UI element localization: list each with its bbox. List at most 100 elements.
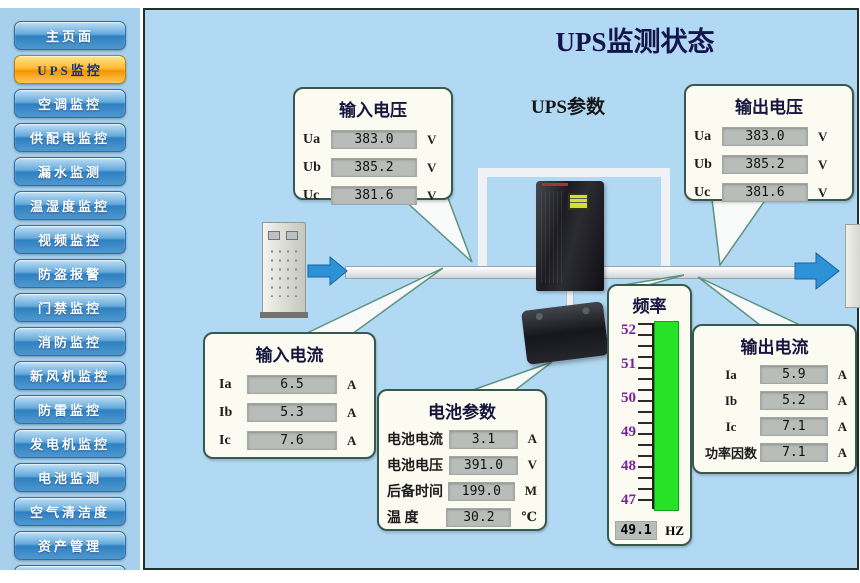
table-row: 电池电压 391.0 V: [387, 455, 537, 475]
bypass-loop-line: [478, 168, 670, 266]
sidebar-item-ups-monitor[interactable]: UPS监控: [14, 55, 126, 84]
table-row: 温 度 30.2 ℃: [387, 507, 537, 527]
unit-label: A: [347, 432, 357, 448]
table-row: Ia 6.5 A: [213, 375, 366, 394]
panel-title: 输入电压: [339, 101, 407, 120]
value-field: 5.9: [760, 365, 828, 384]
table-row: Ic 7.6 A: [213, 431, 366, 450]
sidebar-item-air-cleanliness[interactable]: 空气清洁度: [14, 497, 126, 526]
sidebar-item-asset-management[interactable]: 资产管理: [14, 531, 126, 560]
table-row: Ua 383.0 V: [303, 130, 443, 149]
panel-title: 输出电压: [735, 98, 803, 117]
value-field: 5.3: [247, 403, 337, 422]
sidebar-item-ac-monitor[interactable]: 空调监控: [14, 89, 126, 118]
value-field: 7.1: [760, 417, 828, 436]
sidebar-item-it-equipment-monitor[interactable]: IT设备监控: [14, 565, 126, 570]
sidebar-item-temp-humidity-monitor[interactable]: 温湿度监控: [14, 191, 126, 220]
sidebar: 主页面 UPS监控空调监控供配电监控漏水监测温湿度监控视频监控防盗报警门禁监控消防…: [0, 8, 140, 570]
input-current-panel: 输入电流 Ia 6.5 A Ib 5.3 A Ic 7.6 A: [203, 332, 376, 459]
unit-label: M: [524, 483, 537, 498]
unit-label: V: [427, 159, 437, 175]
tick-label: 52: [621, 322, 636, 338]
gauge-ruler: [638, 323, 654, 509]
value-field: 391.0: [449, 455, 518, 475]
sidebar-item-fire-monitor[interactable]: 消防监控: [14, 327, 126, 356]
sidebar-item-video-monitor[interactable]: 视频监控: [14, 225, 126, 254]
unit-label: A: [837, 392, 847, 408]
value-field: 385.2: [331, 158, 417, 177]
table-row: 功率因数 7.1 A: [702, 443, 847, 462]
frequency-value-field: 49.1: [615, 521, 658, 540]
battery-terminal-icon: [535, 312, 544, 321]
unit-label: ℃: [521, 509, 537, 524]
tick-label: 50: [621, 390, 636, 406]
table-row: Ub 385.2 V: [303, 158, 443, 177]
value-field: 199.0: [447, 481, 515, 501]
row-label: Ic: [219, 432, 231, 448]
battery-terminal-icon: [582, 306, 590, 315]
unit-label: A: [837, 366, 847, 382]
table-row: Ub 385.2 V: [694, 155, 844, 174]
gauge-value-row: 49.1 HZ: [615, 521, 684, 540]
frequency-unit-label: HZ: [665, 522, 684, 538]
unit-label: V: [818, 156, 828, 172]
tick-label: 48: [621, 458, 636, 474]
value-field: 7.1: [760, 443, 828, 462]
sidebar-item-access-control-monitor[interactable]: 门禁监控: [14, 293, 126, 322]
unit-label: V: [818, 184, 828, 200]
sidebar-item-generator-monitor[interactable]: 发电机监控: [14, 429, 126, 458]
row-label: Ic: [725, 418, 737, 434]
output-voltage-panel: 输出电压 Ua 383.0 V Ub 385.2 V Uc 381.6 V: [684, 84, 854, 202]
ups-tower-graphic: [536, 181, 604, 291]
battery-parameters-panel: 电池参数 电池电流 3.1 A 电池电压 391.0 V 后备时间 199.0 …: [377, 389, 547, 531]
table-row: Ua 383.0 V: [694, 127, 844, 146]
value-field: 385.2: [722, 155, 808, 174]
output-cabinet-graphic: [845, 224, 860, 308]
unit-label: A: [347, 376, 357, 392]
output-current-panel: 输出电流 Ia 5.9 A Ib 5.2 A Ic 7.1 A 功率因数 7.1…: [692, 324, 857, 474]
value-field: 383.0: [722, 127, 808, 146]
value-field: 7.6: [247, 431, 337, 450]
row-label: Uc: [303, 187, 320, 203]
row-label: Ia: [725, 366, 737, 382]
sidebar-item-power-distribution-monitor[interactable]: 供配电监控: [14, 123, 126, 152]
table-row: Uc 381.6 V: [694, 183, 844, 202]
cabinet-window-icon: [286, 231, 298, 240]
row-label: 功率因数: [705, 446, 758, 461]
sidebar-item-battery-monitor[interactable]: 电池监测: [14, 463, 126, 492]
value-field: 383.0: [331, 130, 417, 149]
table-row: 电池电流 3.1 A: [387, 429, 537, 449]
sidebar-item-water-leak-monitor[interactable]: 漏水监测: [14, 157, 126, 186]
value-field: 30.2: [446, 507, 512, 527]
cabinet-base: [260, 312, 308, 318]
unit-label: V: [427, 187, 437, 203]
battery-graphic: [521, 301, 609, 365]
tick-label: 47: [621, 492, 636, 508]
panel-title: 输出电流: [740, 338, 809, 357]
unit-label: A: [837, 444, 847, 460]
frequency-gauge: 52 51 50 49 48 47: [615, 321, 684, 511]
ups-display-screen: [568, 193, 589, 210]
table-row: Ib 5.3 A: [213, 403, 366, 422]
unit-label: V: [427, 131, 437, 147]
sidebar-item-main-page[interactable]: 主页面: [14, 21, 126, 50]
row-label: Ub: [694, 156, 712, 172]
panel-title: 频率: [632, 297, 667, 316]
row-label: 电池电流: [387, 433, 443, 448]
unit-label: A: [347, 404, 357, 420]
sidebar-item-burglar-alarm[interactable]: 防盗报警: [14, 259, 126, 288]
input-voltage-panel: 输入电压 Ua 383.0 V Ub 385.2 V Uc 381.6 V: [293, 87, 453, 205]
table-row: Uc 381.6 V: [303, 186, 443, 205]
value-field: 6.5: [247, 375, 337, 394]
sidebar-item-lightning-monitor[interactable]: 防雷监控: [14, 395, 126, 424]
panel-title: 电池参数: [428, 403, 496, 422]
page-title: UPS监测状态: [555, 27, 715, 57]
row-label: Ib: [219, 404, 233, 420]
distribution-cabinet-graphic: [260, 222, 308, 318]
tick-label: 49: [621, 424, 636, 440]
unit-label: V: [818, 128, 828, 144]
row-label: Ua: [694, 128, 712, 144]
sidebar-item-fresh-air-fan-monitor[interactable]: 新风机监控: [14, 361, 126, 390]
table-row: Ib 5.2 A: [702, 391, 847, 410]
table-row: 后备时间 199.0 M: [387, 481, 537, 501]
